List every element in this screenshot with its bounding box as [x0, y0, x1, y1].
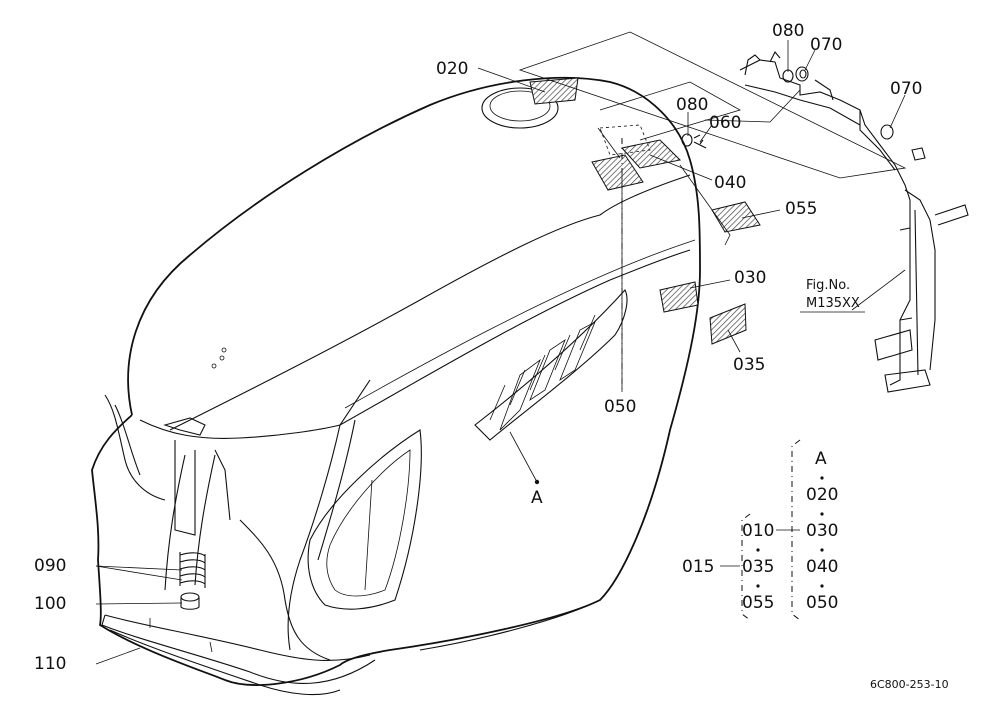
decal-035-shape — [709, 303, 747, 345]
label-055: 055 — [785, 199, 817, 219]
fig-ref-line1: Fig.No. — [806, 278, 850, 293]
decal-020-shape — [529, 77, 579, 105]
bottom-plate-110 — [101, 614, 376, 696]
kit-legend: A 020 030 040 050 010 035 055 015 — [682, 439, 838, 621]
bolt-100 — [180, 592, 200, 610]
side-vent-lower — [307, 429, 422, 610]
legend-b-item-1: 035 — [742, 557, 774, 577]
label-050: 050 — [604, 397, 636, 417]
legend-a-item-2: 040 — [806, 557, 838, 577]
label-100: 100 — [34, 594, 66, 614]
fig-ref-line2: M135XX — [806, 296, 860, 311]
ref-point-A — [534, 479, 540, 485]
spring-090 — [179, 552, 206, 588]
label-080-top: 080 — [772, 21, 804, 41]
leader-lines — [95, 40, 906, 665]
label-A: A — [531, 488, 543, 508]
drawing-code: 6C800-253-10 — [870, 678, 949, 691]
fig-reference: Fig.No. M135XX — [806, 278, 860, 311]
decal-030-shape — [659, 281, 699, 313]
part-labels: 020 080 070 070 080 060 040 055 030 035 … — [34, 21, 922, 674]
hardware-080-070-060 — [681, 66, 894, 149]
label-070-right: 070 — [890, 79, 922, 99]
legend-group-a-header: A — [815, 449, 827, 469]
legend-a-item-3: 050 — [806, 593, 838, 613]
hood-body — [91, 76, 701, 686]
legend-a-item-0: 020 — [806, 485, 838, 505]
label-035: 035 — [733, 355, 765, 375]
label-020: 020 — [436, 59, 468, 79]
label-070-top: 070 — [810, 35, 842, 55]
mounting-bracket — [739, 51, 969, 393]
label-060: 060 — [709, 113, 741, 133]
label-040: 040 — [714, 173, 746, 193]
label-090: 090 — [34, 556, 66, 576]
legend-b-item-2: 055 — [742, 593, 774, 613]
legend-b-prefix: 015 — [682, 557, 714, 577]
decal-050-shape — [591, 154, 644, 191]
decal-055-shape — [711, 201, 761, 233]
legend-a-item-1: 030 — [806, 521, 838, 541]
side-vent-upper — [474, 289, 628, 441]
label-030: 030 — [734, 268, 766, 288]
label-080-mid: 080 — [676, 95, 708, 115]
front-frame — [163, 417, 231, 536]
label-110: 110 — [34, 654, 66, 674]
legend-b-item-0: 010 — [742, 521, 774, 541]
